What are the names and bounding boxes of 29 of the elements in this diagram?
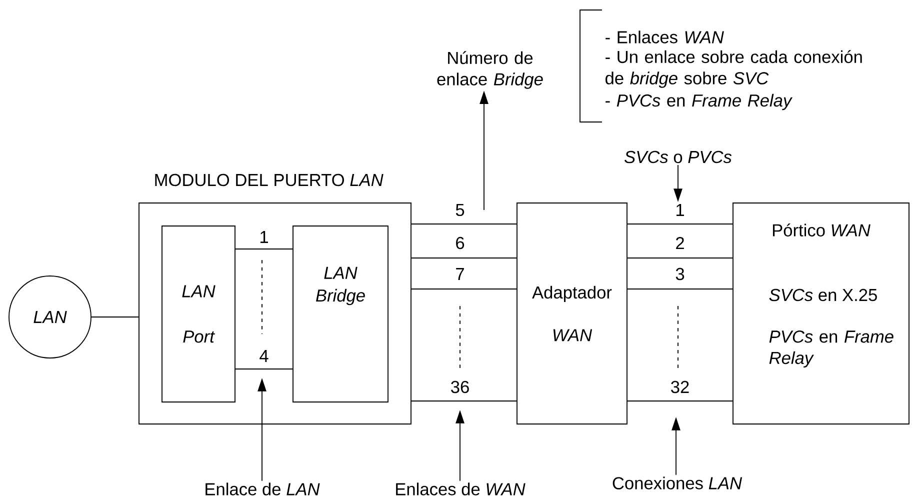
edge-label: 1 (258, 230, 270, 244)
connector-line (235, 368, 293, 370)
edge-label: 3 (674, 266, 686, 282)
connector-line (235, 248, 293, 250)
connector-line (627, 288, 734, 290)
annotation-text: Enlace de LAN (206, 482, 320, 496)
connector-line (627, 400, 734, 402)
adapter-box: Adaptador WAN (516, 202, 628, 424)
connector-line (411, 400, 517, 402)
bridge-box: LAN Bridge (292, 226, 388, 402)
edge-label: 2 (674, 236, 686, 250)
connector-line (411, 288, 517, 290)
edge-label: 6 (454, 236, 466, 250)
annotation-text: Número de enlace Bridge (437, 51, 543, 89)
port-box: LAN Port (162, 226, 236, 402)
edge-label: 36 (449, 380, 471, 394)
annotation-text: Enlaces de WAN (396, 482, 526, 496)
note-text: - Enlaces WAN (606, 30, 724, 44)
edge-label: 1 (674, 202, 686, 218)
edge-label: 32 (669, 380, 691, 394)
port-box: Pórtico WAN SVCs en X.25 PVCs en Frame Relay (732, 202, 910, 424)
annotation-text: SVCs o PVCs (624, 150, 732, 164)
edge-label: 7 (454, 266, 466, 282)
note-text: - PVCs en Frame Relay (606, 94, 793, 110)
connector-line (91, 316, 139, 318)
edge-label: 5 (454, 202, 466, 218)
annotation-text: Conexiones LAN (612, 476, 742, 490)
edge-label: 4 (258, 348, 270, 364)
node-label: MODULO DEL PUERTO LAN (155, 174, 384, 186)
